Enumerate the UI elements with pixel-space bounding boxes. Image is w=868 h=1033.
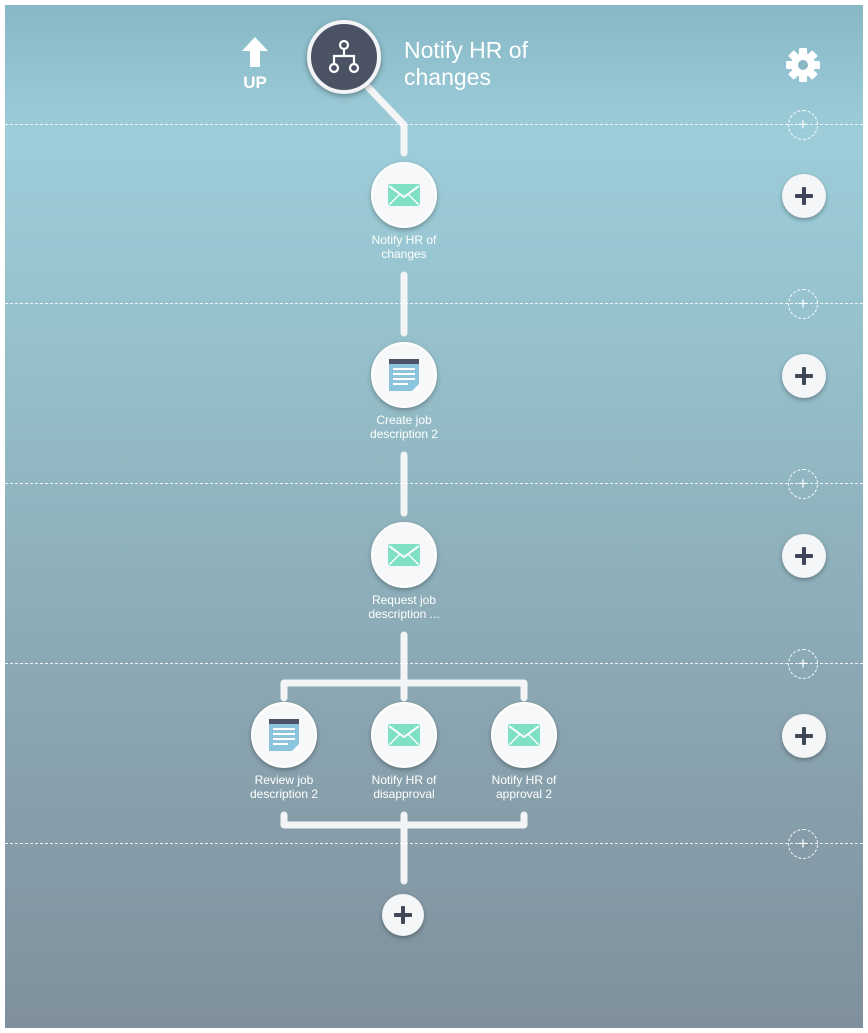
add-step-button[interactable] <box>782 354 826 398</box>
insert-row-button[interactable]: + <box>788 289 818 319</box>
add-step-button[interactable] <box>782 534 826 578</box>
step-label: Request job description ... <box>368 593 440 621</box>
workflow-branch-icon <box>328 39 360 74</box>
insert-row-button[interactable]: + <box>788 110 818 140</box>
email-icon <box>508 724 540 746</box>
step-node[interactable] <box>371 342 437 408</box>
connector-lines <box>280 83 528 885</box>
step-label: Review job description 2 <box>249 773 319 801</box>
add-step-button[interactable] <box>782 714 826 758</box>
up-label: UP <box>243 73 267 92</box>
email-icon <box>388 544 420 566</box>
workflow-canvas: UP Notify HR of changes <box>5 5 863 1028</box>
row-divider <box>5 483 863 484</box>
row-divider <box>5 124 863 125</box>
add-step-button[interactable] <box>782 174 826 218</box>
step-node[interactable] <box>491 702 557 768</box>
root-connector <box>364 83 408 157</box>
insert-row-button[interactable]: + <box>788 649 818 679</box>
row-divider <box>5 843 863 844</box>
up-button[interactable]: UP <box>237 35 277 92</box>
step-label: Notify HR of approval 2 <box>491 773 557 801</box>
workflow-title: Notify HR of changes <box>404 37 528 90</box>
email-icon <box>388 724 420 746</box>
step-label: Notify HR of disapproval <box>371 773 437 801</box>
step-label: Create job description 2 <box>369 413 439 441</box>
form-icon <box>389 359 419 391</box>
settings-gear-icon[interactable] <box>784 46 822 89</box>
step-node[interactable] <box>371 162 437 228</box>
add-final-step-button[interactable] <box>382 894 424 936</box>
step-node[interactable] <box>251 702 317 768</box>
email-icon <box>388 184 420 206</box>
step-node[interactable] <box>371 702 437 768</box>
step-label: Notify HR of changes <box>371 233 437 261</box>
insert-row-button[interactable]: + <box>788 469 818 499</box>
insert-row-button[interactable]: + <box>788 829 818 859</box>
form-icon <box>269 719 299 751</box>
row-divider <box>5 303 863 304</box>
up-arrow-icon <box>242 37 268 67</box>
row-divider <box>5 663 863 664</box>
step-node[interactable] <box>371 522 437 588</box>
root-workflow-node[interactable] <box>307 20 381 94</box>
